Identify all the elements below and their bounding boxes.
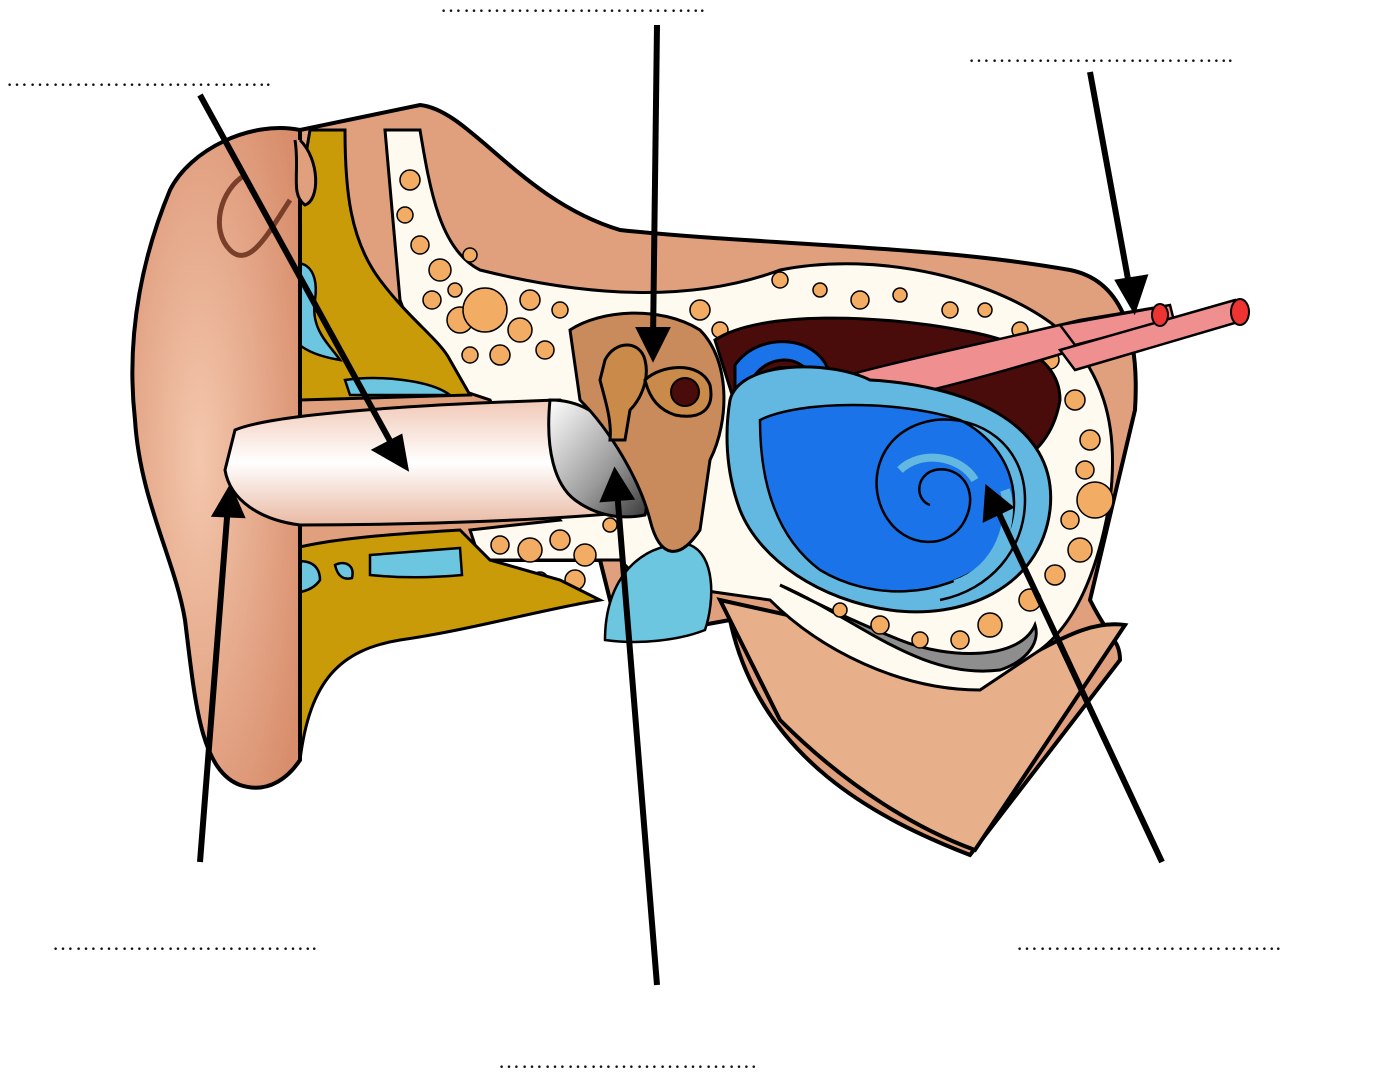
arrow-top-right — [1090, 72, 1130, 290]
arrow-top-center — [653, 25, 657, 340]
nerve-end-upper — [1152, 304, 1168, 326]
blank-label-top-right: …………………………….. — [968, 44, 1234, 66]
blank-label-top-left: …………………………….. — [6, 68, 272, 90]
arrow-top-right-head — [1119, 278, 1144, 308]
blank-label-bottom-center: ……………………………. — [498, 1050, 758, 1072]
blank-label-top-center: …………………………….. — [440, 0, 706, 16]
blank-label-bottom-right: …………………………….. — [1016, 932, 1282, 954]
blank-label-bottom-left: …………………………….. — [52, 932, 318, 954]
nerve-end-lower — [1231, 299, 1249, 325]
oval-window — [671, 378, 699, 406]
